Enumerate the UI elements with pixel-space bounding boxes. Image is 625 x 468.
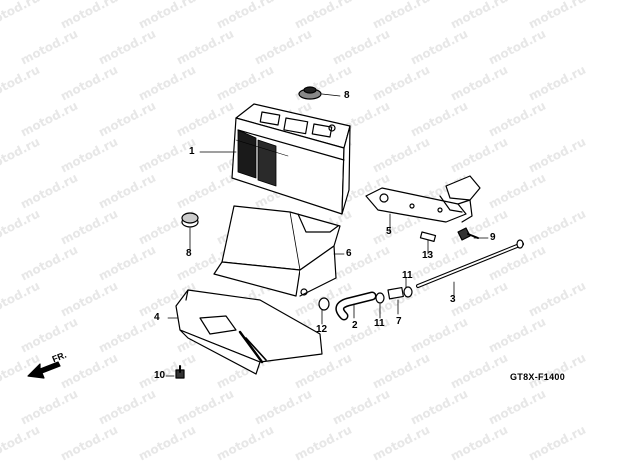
callout-8-lower: 8 <box>186 248 192 259</box>
bolt-part-9 <box>457 227 479 241</box>
diagram-code: GT8X-F1400 <box>510 372 566 382</box>
callout-5: 5 <box>386 226 392 237</box>
callout-10: 10 <box>154 370 166 381</box>
cap-part-lower <box>181 212 199 228</box>
cap-part-upper <box>298 86 322 100</box>
joint-part <box>375 286 413 304</box>
callout-6: 6 <box>346 248 352 259</box>
callout-11-lower: 11 <box>374 318 385 329</box>
callout-11-upper: 11 <box>402 270 413 281</box>
bolt-part-10 <box>175 365 185 379</box>
leader-lines <box>165 93 489 377</box>
callout-7: 7 <box>396 316 402 327</box>
breather-tube-part <box>335 291 377 321</box>
callout-4: 4 <box>154 312 160 323</box>
callout-9: 9 <box>490 232 496 243</box>
callout-2: 2 <box>352 320 358 331</box>
collar-part <box>419 231 437 243</box>
callout-8-upper: 8 <box>344 90 350 101</box>
callout-13: 13 <box>422 250 434 261</box>
callout-1: 1 <box>189 146 195 157</box>
callout-3: 3 <box>450 294 456 305</box>
tube-part <box>416 239 524 288</box>
ring-part <box>318 297 330 311</box>
bracket-part <box>365 175 481 223</box>
battery-part <box>231 103 351 215</box>
callout-12: 12 <box>316 324 328 335</box>
battery-box-part <box>213 205 341 297</box>
lower-cover-part <box>175 289 323 375</box>
front-arrow-icon <box>27 361 61 379</box>
